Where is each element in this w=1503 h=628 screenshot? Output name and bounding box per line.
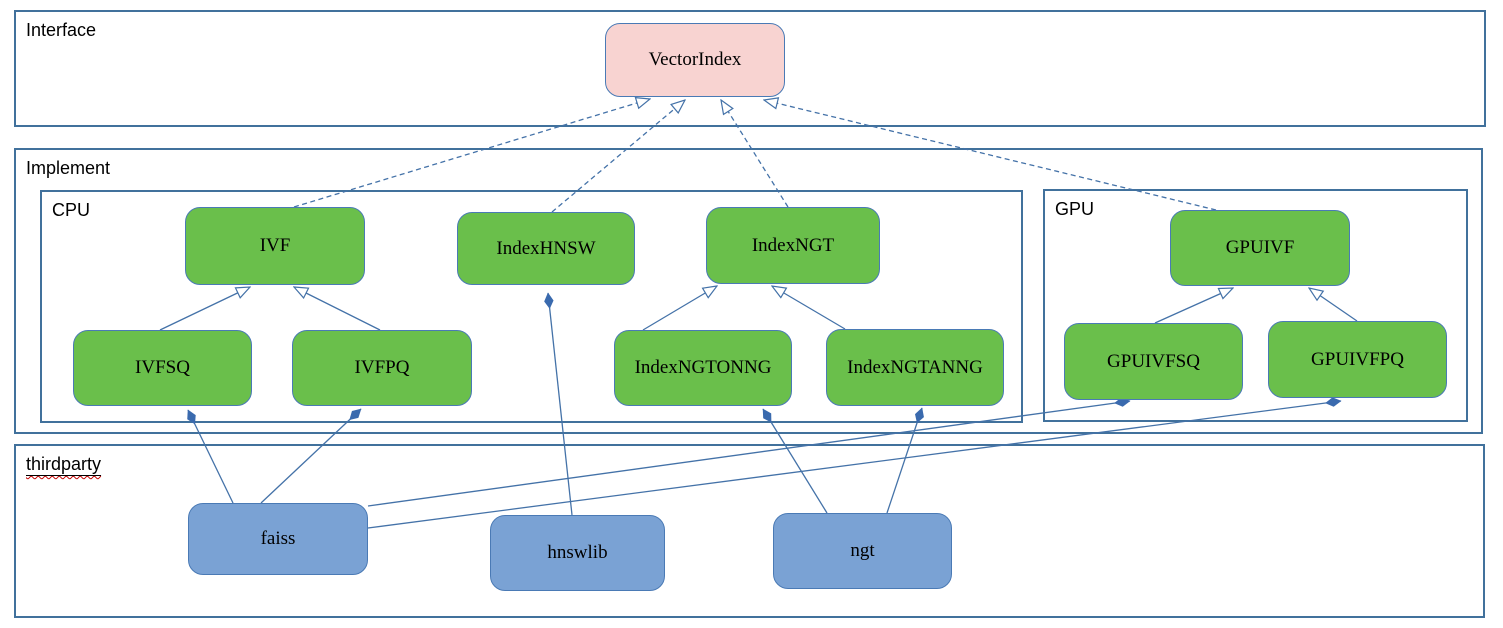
section-thirdparty-label-text: thirdparty bbox=[26, 454, 102, 474]
edge-gpuivfpq-gpuivf bbox=[1309, 288, 1358, 322]
node-ngt[interactable]: ngt bbox=[773, 513, 952, 589]
section-interface-label: Interface bbox=[26, 20, 96, 41]
section-gpu[interactable]: GPU bbox=[1043, 189, 1468, 422]
section-implement[interactable]: Implement bbox=[14, 148, 1483, 434]
node-gpuivfsq-label: GPUIVFSQ bbox=[1107, 350, 1200, 372]
node-gpuivf[interactable]: GPUIVF bbox=[1170, 210, 1350, 286]
edge-indexngt-vectorindex bbox=[721, 100, 789, 208]
node-indexngt[interactable]: IndexNGT bbox=[706, 207, 880, 284]
node-indexngtonng[interactable]: IndexNGTONNG bbox=[614, 330, 792, 406]
node-ivf-label: IVF bbox=[259, 235, 291, 256]
node-indexhnsw-label: IndexHNSW bbox=[496, 237, 596, 259]
edge-indexngtanng-indexngt bbox=[772, 286, 846, 330]
edge-indexhnsw-vectorindex bbox=[551, 100, 685, 213]
section-interface-label-text: Interface bbox=[26, 20, 97, 40]
section-cpu-label: CPU bbox=[52, 200, 90, 221]
section-gpu-label-text: GPU bbox=[1055, 199, 1095, 219]
edge-faiss-gpuivfpq bbox=[367, 397, 1342, 529]
node-indexngt-label: IndexNGT bbox=[751, 234, 835, 256]
section-thirdparty[interactable]: thirdparty bbox=[14, 444, 1485, 618]
edge-gpuivf-vectorindex bbox=[764, 100, 1217, 211]
node-vectorindex[interactable]: VectorIndex bbox=[605, 23, 785, 97]
edge-faiss-gpuivfsq bbox=[367, 397, 1131, 507]
section-cpu[interactable]: CPU bbox=[40, 190, 1023, 423]
node-indexngtanng-label: IndexNGTANNG bbox=[847, 356, 983, 378]
node-ivf[interactable]: IVF bbox=[185, 207, 365, 285]
edge-indexngtonng-indexngt bbox=[642, 286, 717, 331]
section-thirdparty-label: thirdparty bbox=[26, 454, 101, 475]
node-ngt-label: ngt bbox=[850, 540, 875, 561]
node-indexngtanng[interactable]: IndexNGTANNG bbox=[826, 329, 1004, 406]
node-ivfsq-label: IVFSQ bbox=[135, 357, 190, 378]
edge-ivfsq-ivf bbox=[159, 287, 250, 331]
node-gpuivf-label: GPUIVF bbox=[1225, 237, 1295, 258]
node-indexngtonng-label: IndexNGTONNG bbox=[634, 357, 772, 378]
edge-faiss-ivfpq bbox=[260, 408, 362, 504]
edge-ivf-vectorindex bbox=[293, 99, 650, 208]
node-gpuivfpq[interactable]: GPUIVFPQ bbox=[1268, 321, 1447, 398]
node-gpuivfsq[interactable]: GPUIVFSQ bbox=[1064, 323, 1243, 400]
node-faiss[interactable]: faiss bbox=[188, 503, 368, 575]
section-implement-label: Implement bbox=[26, 158, 110, 179]
edge-ivfpq-ivf bbox=[294, 287, 381, 331]
node-vectorindex-label: VectorIndex bbox=[648, 49, 742, 70]
node-ivfpq-label: IVFPQ bbox=[354, 357, 410, 378]
edge-ngt-indexngtonng bbox=[762, 408, 828, 514]
node-hnswlib[interactable]: hnswlib bbox=[490, 515, 665, 591]
section-interface[interactable]: Interface bbox=[14, 10, 1486, 127]
node-gpuivfpq-label: GPUIVFPQ bbox=[1311, 348, 1404, 370]
node-indexhnsw[interactable]: IndexHNSW bbox=[457, 212, 635, 285]
edge-gpuivfsq-gpuivf bbox=[1154, 288, 1233, 324]
node-ivfsq[interactable]: IVFSQ bbox=[73, 330, 252, 406]
section-gpu-label: GPU bbox=[1055, 199, 1094, 220]
edge-hnswlib-indexhnsw bbox=[544, 292, 573, 516]
edge-faiss-ivfsq bbox=[187, 409, 234, 504]
node-faiss-label: faiss bbox=[260, 528, 296, 549]
edge-ngt-indexngtanng bbox=[886, 407, 924, 514]
section-cpu-label-text: CPU bbox=[52, 200, 91, 220]
node-hnswlib-label: hnswlib bbox=[547, 542, 608, 563]
node-ivfpq[interactable]: IVFPQ bbox=[292, 330, 472, 406]
section-implement-label-text: Implement bbox=[26, 158, 111, 178]
